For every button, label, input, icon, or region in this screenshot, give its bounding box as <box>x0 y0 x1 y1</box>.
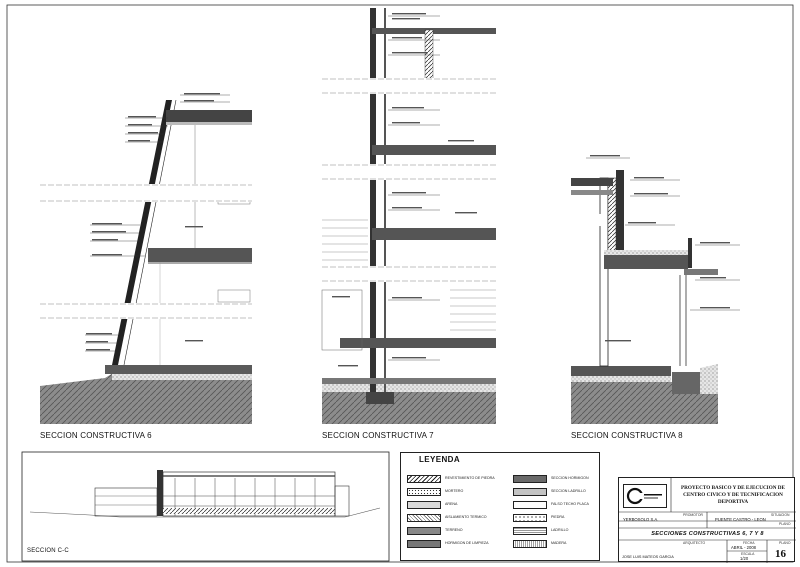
legend-swatch <box>407 501 441 509</box>
legend-label: PIEDRA <box>551 515 565 519</box>
plan-number-label: PLANO <box>779 541 791 545</box>
legend-label: MADERA <box>551 541 567 545</box>
section-7-drawing <box>321 8 496 424</box>
legend-swatch <box>407 488 441 496</box>
location-value: PUENTE CASTRO - LEON <box>715 517 766 522</box>
legend: LEYENDA REVESTIMIENTO DE PIEDRA MORTERO … <box>400 452 600 561</box>
legend-swatch <box>407 475 441 483</box>
legend-label: LADRILLO <box>551 528 569 532</box>
legend-label: SECCION HORMIGON <box>551 476 589 480</box>
legend-label: HORMIGON DE LIMPIEZA <box>445 541 489 545</box>
legend-label: MORTERO <box>445 489 464 493</box>
plan-label: PLANO <box>779 522 791 526</box>
legend-label: TERRENO <box>445 528 463 532</box>
section-7-caption: SECCION CONSTRUCTIVA 7 <box>322 431 434 440</box>
sheet-number: 16 <box>775 548 786 560</box>
logo-icon <box>626 487 662 505</box>
section-cc-drawing <box>21 451 390 562</box>
legend-swatch <box>407 527 441 535</box>
project-title: PROYECTO BASICO Y DE EJECUCION DE CENTRO… <box>680 485 785 505</box>
section-cc-caption: SECCION C-C <box>27 548 69 554</box>
legend-swatch <box>407 514 441 522</box>
legend-swatch <box>513 501 547 509</box>
scale-label: ESCALA <box>741 552 755 556</box>
section-8-drawing <box>571 155 740 424</box>
promotor-value: YERBOSOLO S.A. <box>623 517 659 522</box>
legend-swatch <box>407 540 441 548</box>
legend-label: FALSO TECHO PLACA <box>551 502 589 506</box>
architect-label: ARQUITECTO <box>683 541 706 545</box>
date-label: FECHA <box>743 541 755 545</box>
scale-value: 1/20 <box>740 556 749 561</box>
legend-swatch <box>513 488 547 496</box>
title-block-grid <box>619 478 796 563</box>
section-6-drawing <box>40 93 252 424</box>
date-value: ABRIL - 2008 <box>731 545 756 550</box>
legend-label: SECCION LADRILLO <box>551 489 586 493</box>
promotor-label: PROMOTOR <box>683 513 703 517</box>
author-value: JOSE LUIS MATEOS GARCIA <box>622 555 674 559</box>
legend-title: LEYENDA <box>419 455 461 464</box>
section-6-caption: SECCION CONSTRUCTIVA 6 <box>40 431 152 440</box>
company-logo <box>623 484 667 508</box>
title-block: PROYECTO BASICO Y DE EJECUCION DE CENTRO… <box>618 477 796 563</box>
legend-label: REVESTIMIENTO DE PIEDRA <box>445 476 495 480</box>
legend-swatch <box>513 475 547 483</box>
legend-label: ARENA <box>445 502 458 506</box>
situation-label: SITUACION <box>771 513 790 517</box>
sheet-title: SECCIONES CONSTRUCTIVAS 6, 7 Y 8 <box>651 531 764 537</box>
legend-swatch <box>513 527 547 535</box>
legend-label: AISLAMIENTO TERMICO <box>445 515 487 519</box>
legend-swatch <box>513 540 547 548</box>
legend-swatch <box>513 514 547 522</box>
section-8-caption: SECCION CONSTRUCTIVA 8 <box>571 431 683 440</box>
